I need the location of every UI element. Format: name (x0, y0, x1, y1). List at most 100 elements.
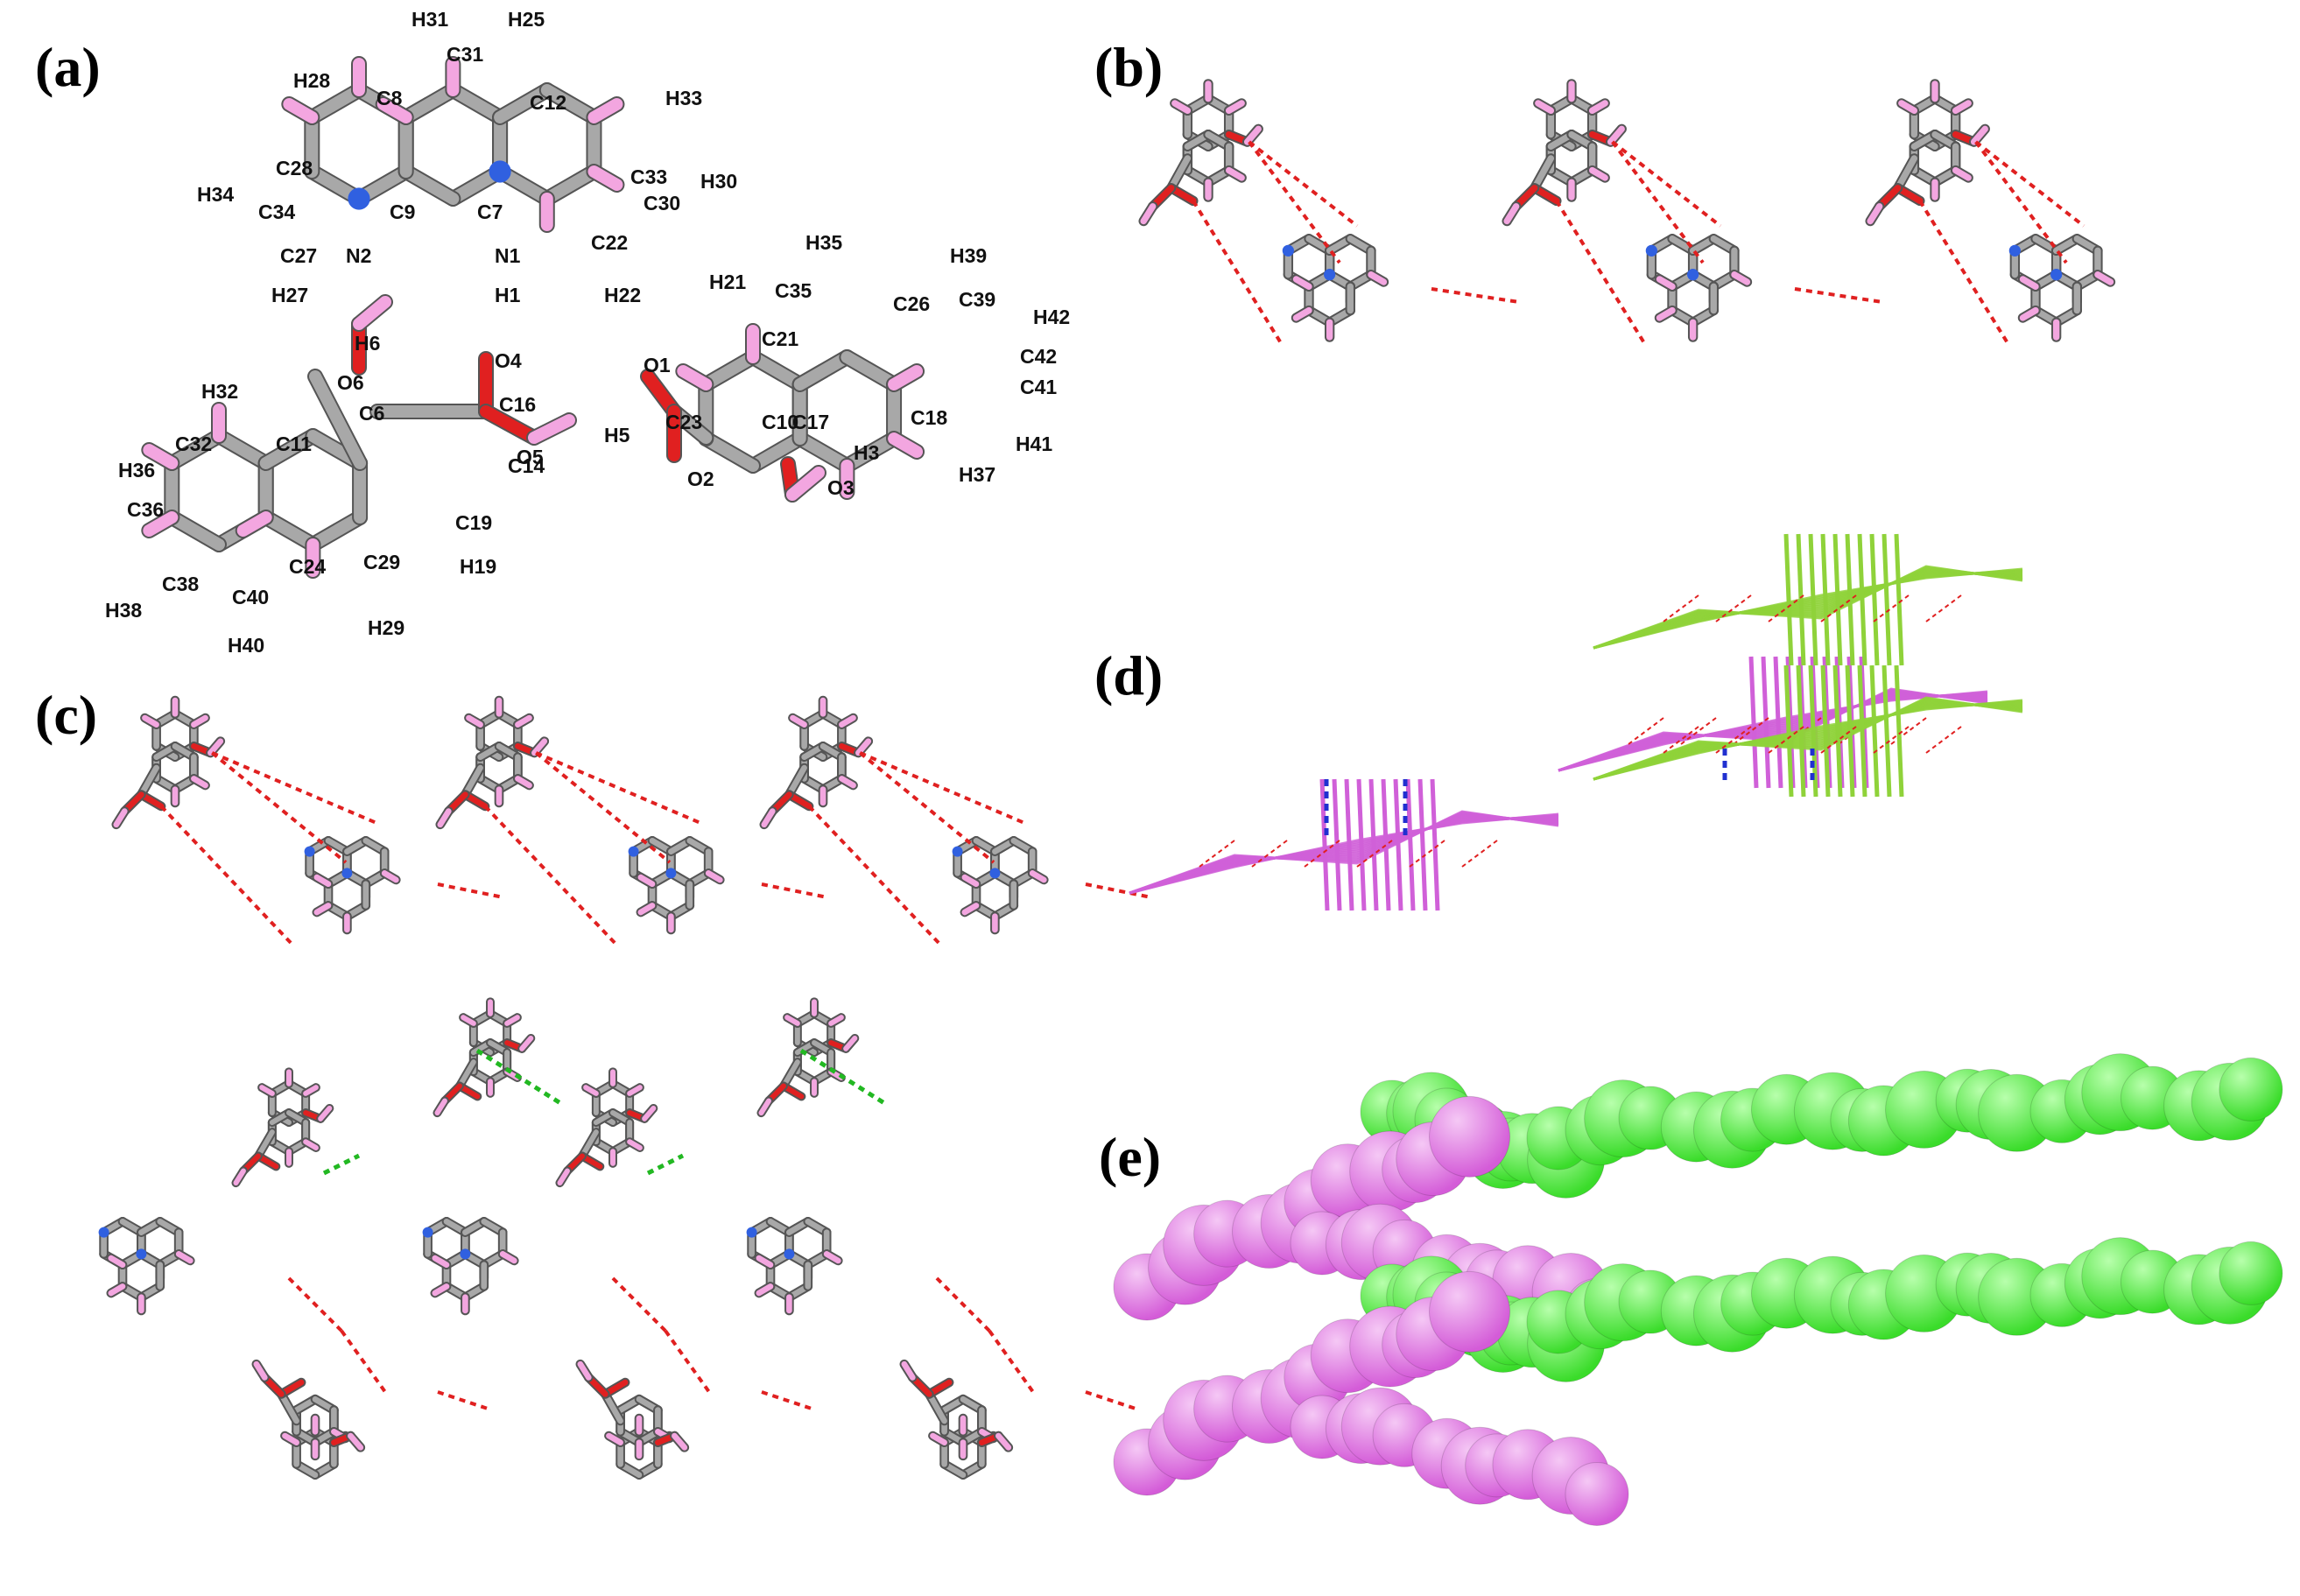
hydrogen-bond (1918, 200, 2011, 348)
bond (437, 808, 452, 828)
nitrogen-atom (341, 868, 353, 879)
atom-label: C40 (232, 586, 269, 608)
bond (519, 1035, 534, 1051)
layer-stick (1820, 533, 1831, 666)
layer-stick (1832, 533, 1843, 666)
atom-label: C41 (1020, 376, 1057, 398)
atom-label: C11 (276, 432, 312, 455)
bond (191, 714, 208, 728)
pi-contact (322, 1153, 361, 1176)
hydrogen-bond (535, 751, 701, 825)
hydrogen-bond (761, 882, 828, 899)
bond (381, 870, 399, 883)
atom-label: O1 (644, 354, 671, 376)
atom-label: H36 (118, 459, 155, 482)
atom-label: H3 (854, 441, 879, 464)
nitrogen-atom (628, 846, 639, 857)
bond (705, 870, 723, 883)
nitrogen-atom (460, 1248, 471, 1260)
layer-stacking-wireframe (1129, 533, 2023, 911)
bond (303, 1085, 319, 1096)
bond (1656, 276, 1676, 290)
atom-label: O3 (827, 476, 855, 499)
atom-label: H22 (604, 284, 641, 306)
nitrogen-atom (989, 868, 1001, 879)
bond (283, 98, 319, 123)
atom-label: H42 (1033, 306, 1070, 328)
atom-label: C39 (959, 288, 995, 311)
bond (637, 874, 656, 888)
bond (786, 467, 825, 501)
bond (399, 84, 460, 123)
atom-label: H39 (950, 244, 987, 267)
atom-label: C9 (390, 200, 415, 223)
panel-label-d: (d) (1094, 644, 1164, 707)
sheet-unit-top (111, 695, 504, 947)
hydrogen-bond (988, 1329, 1035, 1394)
bond (113, 808, 128, 828)
atom-label: C29 (363, 551, 400, 573)
bond (627, 1139, 643, 1150)
bond (515, 776, 532, 789)
bond (1535, 100, 1555, 115)
hydrogen-bond (1192, 200, 1284, 348)
atom-label: C26 (893, 292, 930, 315)
layer-stick (1129, 814, 1559, 895)
sheet-unit-bottom (98, 1216, 491, 1480)
atom-label: H35 (805, 231, 842, 254)
bond (447, 84, 507, 123)
atom-label: H38 (105, 599, 142, 622)
hydrogen-bond (1409, 840, 1445, 868)
bond (583, 1085, 599, 1096)
hydrogen-bond (1974, 140, 2068, 264)
hydrogen-bond (1925, 594, 1962, 622)
layer-stick (1761, 656, 1771, 789)
layer-stick (1319, 778, 1330, 911)
atom-label: C8 (376, 87, 403, 109)
bond (747, 351, 806, 390)
atom-label: C14 (508, 454, 545, 477)
bond (1894, 155, 1918, 192)
bond (165, 511, 225, 551)
atom-label: H25 (508, 8, 545, 31)
chain-unit (1502, 79, 1883, 348)
hydrogen-bond (159, 805, 295, 947)
bond (785, 764, 807, 798)
layer-stick (1356, 778, 1367, 911)
panel-label-e: (e) (1099, 1126, 1162, 1188)
bond (259, 511, 320, 551)
atom-label: H27 (271, 284, 308, 306)
bond (461, 764, 483, 798)
bond (756, 1255, 774, 1269)
bond (756, 1283, 774, 1297)
atom-label: H30 (700, 170, 737, 193)
atom-label: N1 (495, 244, 521, 267)
atom-label: C32 (175, 432, 212, 455)
bond (790, 714, 807, 728)
bond (1292, 276, 1312, 290)
bond (1898, 100, 1918, 115)
atom-label: C18 (911, 406, 947, 429)
layer-stick (1593, 696, 2023, 781)
atom-label: H31 (411, 8, 448, 31)
atom-label: O2 (687, 468, 714, 490)
bond (313, 874, 332, 888)
space-filling-atom (1429, 1270, 1511, 1353)
atom-label: O4 (495, 349, 522, 372)
bond (143, 444, 179, 469)
bond (841, 432, 901, 472)
hydrogen-bond (935, 1276, 991, 1332)
layer-stick (1796, 533, 1806, 666)
bond (1225, 166, 1245, 181)
atom-label: C42 (1020, 345, 1057, 368)
space-filling-atom (2219, 1057, 2283, 1121)
layer-stick (1381, 778, 1391, 911)
bond (784, 1015, 800, 1026)
atom-label: H40 (228, 634, 264, 657)
bond (587, 165, 623, 191)
atom-label: C30 (644, 192, 680, 214)
hydrogen-bond (1890, 717, 1927, 745)
bond (175, 1251, 193, 1264)
hydrogen-bond (287, 1276, 343, 1332)
